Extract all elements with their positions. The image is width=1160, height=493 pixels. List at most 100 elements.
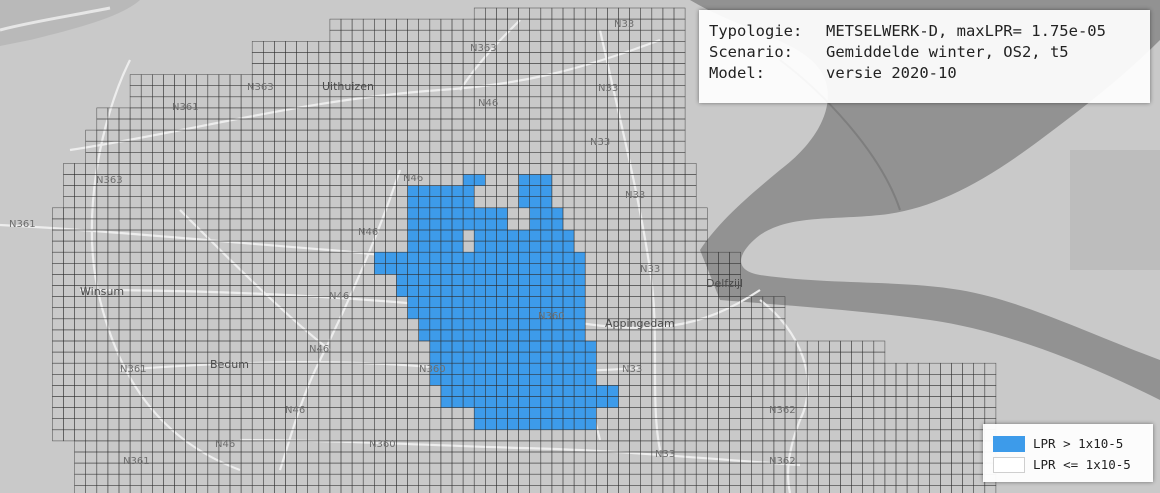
- lpr-high-cell: [496, 329, 508, 341]
- lpr-high-cell: [474, 396, 486, 408]
- road-label-n361: N361: [9, 219, 36, 230]
- info-row-model: Model: versie 2020-10: [709, 63, 1150, 84]
- lpr-high-cell: [518, 174, 530, 186]
- lpr-high-cell: [429, 285, 441, 297]
- lpr-high-cell: [418, 241, 430, 253]
- lpr-high-cell: [452, 396, 464, 408]
- lpr-high-cell: [496, 318, 508, 330]
- lpr-high-cell: [507, 241, 519, 253]
- lpr-high-cell: [429, 196, 441, 208]
- lpr-high-cell: [452, 341, 464, 353]
- lpr-high-cell: [396, 263, 408, 275]
- coastline: [0, 6, 111, 32]
- lpr-high-cell: [574, 396, 586, 408]
- lpr-high-cell: [418, 263, 430, 275]
- lpr-high-cell: [452, 207, 464, 219]
- lpr-high-cell: [385, 252, 397, 264]
- lpr-high-cell: [418, 318, 430, 330]
- lpr-high-cell: [529, 185, 541, 197]
- lpr-high-cell: [529, 285, 541, 297]
- lpr-high-cell: [518, 196, 530, 208]
- lpr-high-cell: [496, 207, 508, 219]
- lpr-high-cell: [540, 185, 552, 197]
- lpr-high-cell: [396, 285, 408, 297]
- road-label-n46: N46: [403, 173, 423, 184]
- lpr-high-cell: [452, 385, 464, 397]
- lpr-high-cell: [574, 363, 586, 375]
- lpr-high-cell: [518, 241, 530, 253]
- lpr-high-cell: [496, 385, 508, 397]
- lpr-high-cell: [496, 274, 508, 286]
- lpr-high-cell: [540, 396, 552, 408]
- legend-swatch-blue: [993, 435, 1025, 452]
- lpr-high-cell: [463, 207, 475, 219]
- lpr-high-cell: [574, 352, 586, 364]
- lpr-high-cell: [485, 207, 497, 219]
- lpr-high-cell: [563, 363, 575, 375]
- lpr-high-cell: [518, 307, 530, 319]
- road-label-n33: N33: [640, 264, 660, 275]
- urban-area-emden: [1070, 150, 1160, 270]
- lpr-high-cell: [496, 374, 508, 386]
- town-labels: Uithuizen Winsum Bedum Appingedam Delfzi…: [80, 80, 743, 371]
- lpr-high-cell: [529, 307, 541, 319]
- lpr-high-cell: [496, 241, 508, 253]
- lpr-high-cell: [418, 329, 430, 341]
- lpr-high-cell: [574, 418, 586, 430]
- info-value: versie 2020-10: [826, 64, 957, 82]
- lpr-cells: [374, 174, 619, 430]
- lpr-high-cell: [463, 196, 475, 208]
- lpr-high-cell: [485, 318, 497, 330]
- lpr-high-cell: [540, 274, 552, 286]
- lpr-high-cell: [440, 196, 452, 208]
- lpr-high-cell: [529, 218, 541, 230]
- lpr-high-cell: [518, 341, 530, 353]
- lpr-high-cell: [396, 274, 408, 286]
- lpr-high-cell: [585, 407, 597, 419]
- lpr-high-cell: [429, 318, 441, 330]
- road-label-n33: N33: [614, 19, 634, 30]
- lpr-high-cell: [496, 407, 508, 419]
- sea-area: [0, 0, 140, 46]
- lpr-high-cell: [418, 196, 430, 208]
- lpr-high-cell: [563, 329, 575, 341]
- lpr-high-cell: [474, 341, 486, 353]
- lpr-high-cell: [440, 374, 452, 386]
- lpr-high-cell: [452, 285, 464, 297]
- info-key: Model:: [709, 64, 765, 82]
- lpr-high-cell: [551, 318, 563, 330]
- lpr-high-cell: [463, 185, 475, 197]
- lpr-high-cell: [474, 252, 486, 264]
- legend-item-high: LPR > 1x10-5: [993, 433, 1153, 454]
- info-key: Typologie:: [709, 22, 803, 40]
- road-label-n363: N363: [96, 175, 123, 186]
- lpr-high-cell: [407, 285, 419, 297]
- lpr-high-cell: [474, 418, 486, 430]
- lpr-high-cell: [485, 218, 497, 230]
- lpr-high-cell: [429, 307, 441, 319]
- lpr-high-cell: [529, 396, 541, 408]
- lpr-high-cell: [485, 296, 497, 308]
- lpr-high-cell: [496, 307, 508, 319]
- info-row-scenario: Scenario: Gemiddelde winter, OS2, t5: [709, 42, 1150, 63]
- lpr-high-cell: [407, 207, 419, 219]
- lpr-high-cell: [452, 374, 464, 386]
- lpr-high-cell: [474, 318, 486, 330]
- lpr-high-cell: [440, 252, 452, 264]
- lpr-high-cell: [563, 296, 575, 308]
- lpr-high-cell: [507, 263, 519, 275]
- lpr-high-cell: [507, 363, 519, 375]
- lpr-high-cell: [496, 396, 508, 408]
- lpr-high-cell: [574, 407, 586, 419]
- lpr-high-cell: [540, 385, 552, 397]
- lpr-high-cell: [474, 174, 486, 186]
- road-label-n361: N361: [123, 456, 150, 467]
- lpr-high-cell: [440, 329, 452, 341]
- lpr-high-cell: [518, 407, 530, 419]
- lpr-high-cell: [563, 241, 575, 253]
- lpr-high-cell: [507, 274, 519, 286]
- lpr-high-cell: [596, 396, 608, 408]
- lpr-high-cell: [507, 285, 519, 297]
- lpr-high-cell: [485, 285, 497, 297]
